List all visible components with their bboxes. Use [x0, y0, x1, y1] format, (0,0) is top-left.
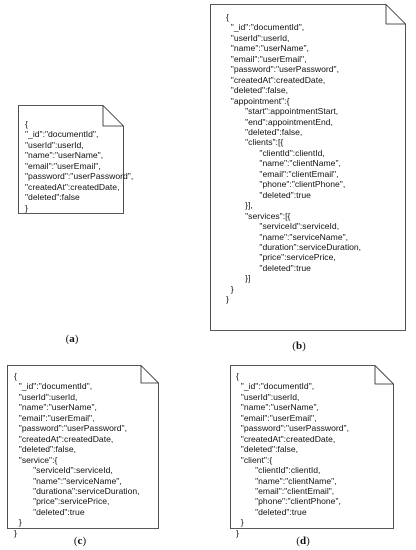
document-d-code: { "_id":"documentId", "userId":userId, "…: [236, 371, 349, 538]
document-a-frame: [18, 105, 124, 214]
code-line: "name":"userName",: [236, 402, 319, 413]
code-line: "clientId":clientId,: [226, 147, 325, 158]
code-line: "serviceId":serviceId,: [14, 465, 113, 476]
code-line: "client":{: [236, 454, 273, 465]
document-c-code: { "_id":"documentId", "userId":userId, "…: [14, 371, 140, 538]
code-line: "price":servicePrice,: [226, 252, 336, 263]
code-line: "createdAt":createdDate,: [226, 74, 326, 85]
code-line: "deleted":false,: [226, 85, 288, 96]
code-line: }],: [226, 200, 253, 211]
code-line: "_id":"documentId",: [236, 381, 315, 392]
code-line: }: [226, 294, 229, 305]
code-line: "deleted":true: [236, 506, 307, 517]
code-line: "userId":userId,: [14, 391, 78, 402]
code-line: "email":"userEmail",: [226, 53, 307, 64]
code-line: "name":"userName",: [14, 402, 97, 413]
code-line: "deleted":false,: [226, 126, 303, 137]
code-line: "deleted":false: [25, 192, 80, 203]
code-line: "duration":serviceDuration,: [226, 241, 362, 252]
caption-d: (d): [296, 535, 310, 547]
caption-c: (c): [73, 535, 87, 547]
code-line: "clients":[{: [226, 137, 284, 148]
document-b-code: { "_id":"documentId", "userId":userId, "…: [226, 12, 361, 305]
code-line: "deleted":true: [226, 262, 311, 273]
document-a-code: { "_id":"documentId", "userId":userId, "…: [25, 119, 133, 213]
code-line: "password":"userPassword",: [226, 64, 339, 75]
code-line: "_id":"documentId",: [226, 22, 305, 33]
code-line: }: [226, 283, 234, 294]
code-line: "clientId":clientId,: [236, 465, 321, 476]
code-line: {: [236, 371, 239, 381]
code-line: {: [226, 12, 229, 22]
code-line: "phone":"clientPhone",: [226, 179, 346, 190]
code-line: "price":servicePrice,: [14, 496, 110, 507]
code-line: "userId":userId,: [25, 139, 84, 150]
document-d-frame: [230, 365, 394, 529]
code-line: "serviceId":serviceId,: [226, 221, 340, 232]
code-line: }: [25, 202, 28, 213]
document-c-frame: [7, 365, 159, 529]
code-line: "password":"userPassword",: [25, 171, 134, 182]
code-line: "durationa":serviceDuration,: [14, 485, 140, 496]
code-line: "name":"serviceName",: [14, 475, 122, 486]
code-line: "createdAt":createdDate,: [236, 433, 336, 444]
code-line: "start":appointmentStart,: [226, 106, 339, 117]
code-line: "name":"userName",: [25, 150, 104, 161]
code-line: "email":"userEmail",: [236, 412, 317, 423]
code-line: "deleted":false,: [236, 444, 298, 455]
code-line: "services":[{: [226, 210, 291, 221]
code-line: "name":"clientName",: [226, 158, 341, 169]
caption-a: (a): [65, 333, 79, 345]
code-line: "deleted":true: [226, 189, 311, 200]
code-line: "name":"userName",: [226, 43, 309, 54]
code-line: "email":"clientEmail",: [236, 485, 335, 496]
document-b: { "_id":"documentId", "userId":userId, "…: [210, 4, 406, 331]
code-line: "email":"userEmail",: [14, 412, 95, 423]
code-line: "email":"clientEmail",: [226, 168, 339, 179]
caption-b: (b): [292, 340, 306, 352]
code-line: }]: [226, 273, 251, 284]
code-line: {: [14, 371, 17, 381]
code-line: "_id":"documentId",: [25, 129, 99, 140]
document-a: { "_id":"documentId", "userId":userId, "…: [18, 105, 133, 214]
code-line: }: [14, 517, 22, 528]
code-line: "email":"userEmail",: [25, 160, 101, 171]
document-b-frame: [210, 4, 406, 331]
code-line: "appointment":{: [226, 95, 290, 106]
code-line: }: [236, 517, 244, 528]
code-line: "deleted":false,: [14, 444, 76, 455]
code-line: "userId":userId,: [226, 32, 290, 43]
code-line: "password":"userPassword",: [14, 423, 127, 434]
code-line: "password":"userPassword",: [236, 423, 349, 434]
code-line: "service":{: [14, 454, 58, 465]
code-line: "createdAt":createdDate,: [25, 181, 120, 192]
code-line: "end":appointmentEnd,: [226, 116, 333, 127]
code-line: "name":"clientName",: [236, 475, 337, 486]
code-line: "createdAt":createdDate,: [14, 433, 114, 444]
code-line: {: [25, 119, 28, 129]
code-line: "deleted":true: [14, 506, 85, 517]
code-line: }: [14, 527, 17, 538]
code-line: "_id":"documentId",: [14, 381, 93, 392]
code-line: "name":"serviceName",: [226, 231, 349, 242]
code-line: "userId":userId,: [236, 391, 300, 402]
code-line: }: [236, 527, 239, 538]
document-c: { "_id":"documentId", "userId":userId, "…: [7, 365, 159, 538]
document-d: { "_id":"documentId", "userId":userId, "…: [230, 365, 394, 538]
code-line: "phone":"clientPhone",: [236, 496, 341, 507]
